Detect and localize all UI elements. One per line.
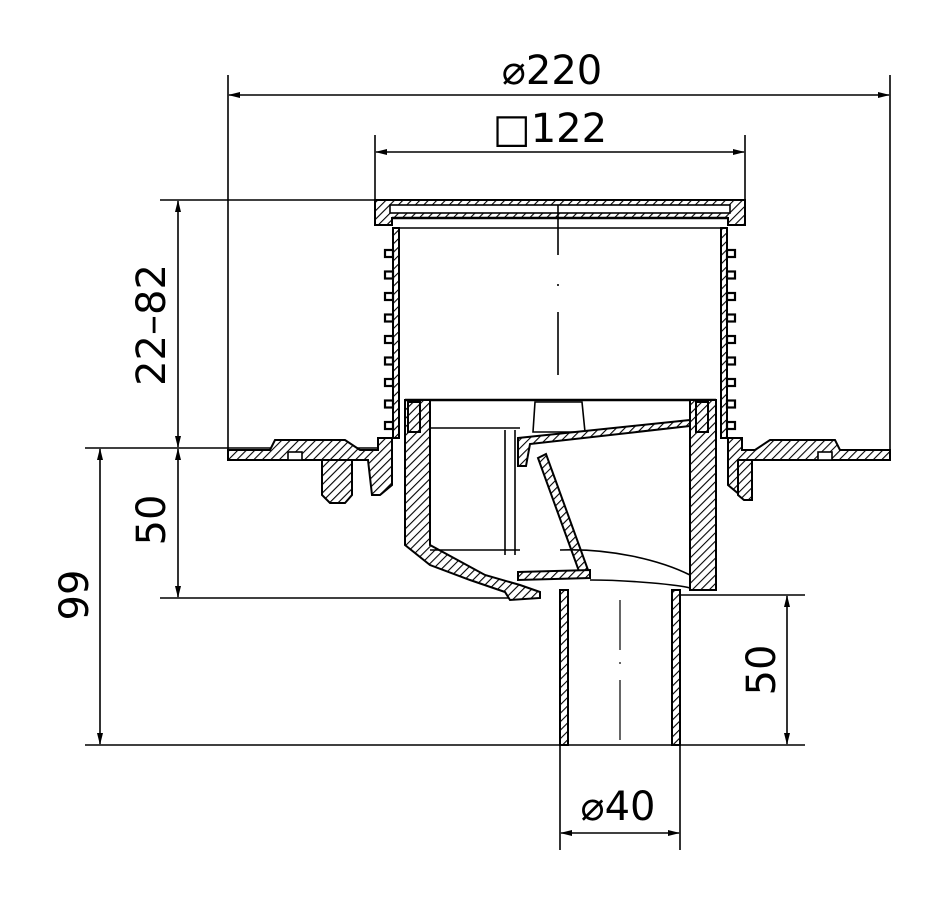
rib: [383, 248, 395, 259]
rib: [725, 248, 737, 259]
grate: [374, 199, 746, 229]
dim-outlet-length: 50: [739, 645, 785, 696]
centerline: [557, 205, 621, 740]
rib: [725, 291, 737, 302]
outlet-pipe: [559, 589, 681, 746]
lower-body: [404, 398, 717, 602]
rib: [725, 334, 737, 345]
rib: [383, 334, 395, 345]
dimension-lines: [97, 92, 890, 836]
dim-total-depth: 99: [52, 570, 98, 621]
rib: [725, 420, 737, 431]
dim-outlet-diameter: ⌀40: [581, 784, 656, 830]
rib: [725, 356, 737, 366]
rib: [383, 291, 395, 302]
rib: [383, 270, 395, 280]
rib: [725, 399, 737, 409]
dim-height-adjust: 22–82: [129, 264, 175, 386]
dim-outer-diameter: ⌀220: [502, 48, 602, 94]
rib: [383, 313, 395, 323]
flange: [227, 437, 891, 504]
dim-body-depth: 50: [129, 495, 175, 546]
rib: [383, 377, 395, 388]
rib: [725, 313, 737, 323]
rib: [383, 356, 395, 366]
rib: [383, 420, 395, 431]
dim-grate-square: □122: [493, 106, 607, 152]
extension-lines: [85, 75, 891, 850]
upper-body: [383, 227, 737, 439]
rib: [725, 377, 737, 388]
rib: [383, 399, 395, 409]
rib: [725, 270, 737, 280]
